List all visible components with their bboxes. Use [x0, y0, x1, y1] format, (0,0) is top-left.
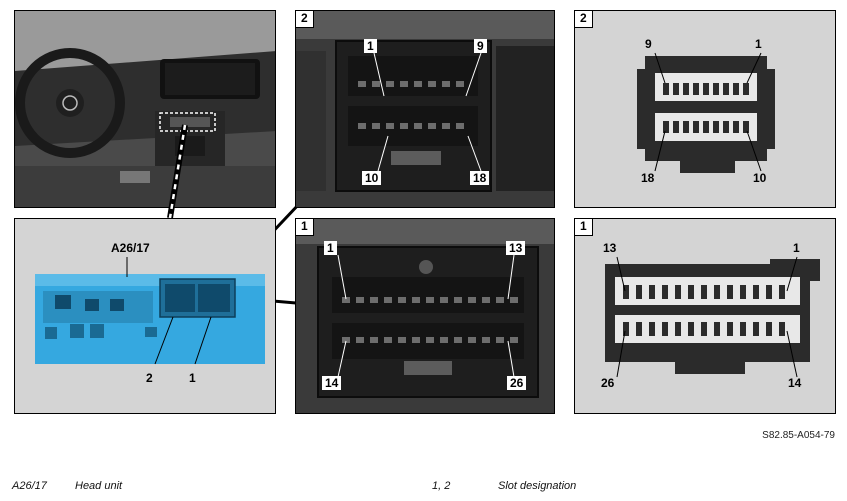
slot-1-label: 1 — [189, 371, 196, 385]
panel-tag-2-drawing: 2 — [575, 11, 593, 28]
head-unit-drawing — [35, 257, 265, 365]
pin-label-13-c1: 13 — [506, 241, 526, 255]
legend-code-2: 1, 2 — [432, 480, 451, 492]
connector-1-drawing-panel: 1 13 1 26 14 — [574, 218, 836, 414]
figure-code: S82.85-A054-79 — [762, 430, 835, 441]
pin-label-10-drawing: 10 — [753, 171, 767, 185]
connector-2-drawing-panel: 2 9 1 18 10 — [574, 10, 836, 208]
pin-label-1-c1-drawing: 1 — [793, 241, 800, 255]
slot-2-label: 2 — [146, 371, 153, 385]
interior-photo-panel — [14, 10, 276, 208]
connector-1-photo — [296, 219, 554, 413]
pin-label-13-drawing: 13 — [603, 241, 617, 255]
pin-label-10: 10 — [362, 171, 382, 185]
pin-label-9-drawing: 9 — [645, 37, 652, 51]
pin-label-14-drawing: 14 — [788, 376, 802, 390]
head-unit-panel: A26/17 2 1 — [14, 218, 276, 414]
connector-2-photo — [296, 11, 554, 207]
connector-1-photo-panel: 1 1 13 14 26 — [295, 218, 555, 414]
pin-label-26-c1: 26 — [507, 376, 527, 390]
pin-label-26-drawing: 26 — [601, 376, 615, 390]
connector-2-photo-panel: 2 1 9 10 18 — [295, 10, 555, 208]
pin-label-18: 18 — [470, 171, 490, 185]
pin-label-1-c1: 1 — [324, 241, 337, 255]
connector-2-drawing — [637, 52, 775, 173]
pin-label-18-drawing: 18 — [641, 171, 655, 185]
panel-tag-1: 1 — [296, 219, 314, 236]
panel-tag-2: 2 — [296, 11, 314, 28]
pin-label-1-drawing: 1 — [755, 37, 762, 51]
interior-photo — [15, 11, 275, 207]
legend-text-1: Head unit — [75, 480, 123, 492]
pin-label-1: 1 — [364, 39, 377, 53]
connector-1-drawing — [605, 256, 820, 378]
panel-tag-1-drawing: 1 — [575, 219, 593, 236]
pin-label-9: 9 — [474, 39, 487, 53]
pin-label-14-c1: 14 — [322, 376, 342, 390]
legend-text-2: Slot designation — [498, 480, 577, 492]
legend-code-1: A26/17 — [12, 480, 47, 492]
head-unit-label: A26/17 — [111, 241, 150, 255]
